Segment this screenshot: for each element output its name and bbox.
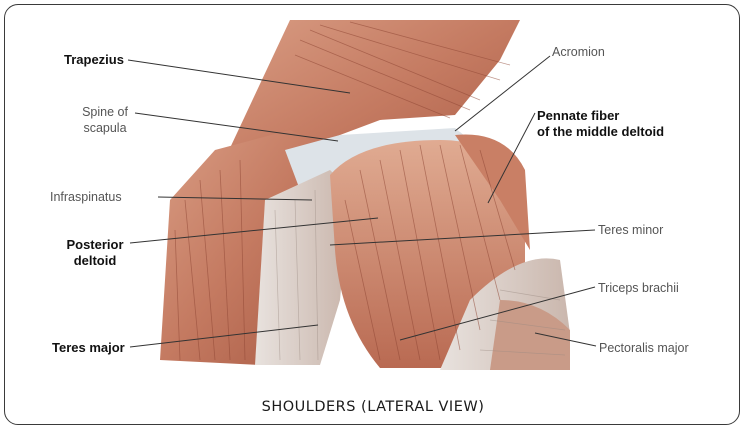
label-pennate-fiber-line2: of the middle deltoid xyxy=(537,124,664,140)
figure-caption: SHOULDERS (LATERAL VIEW) xyxy=(0,399,746,415)
label-posterior-deltoid: Posterior deltoid xyxy=(64,237,126,269)
label-posterior-deltoid-line1: Posterior xyxy=(64,237,126,253)
label-spine-of-scapula-line2: scapula xyxy=(74,120,136,136)
label-infraspinatus: Infraspinatus xyxy=(50,189,122,205)
label-teres-major: Teres major xyxy=(52,340,125,356)
label-pennate-fiber-line1: Pennate fiber xyxy=(537,108,664,124)
label-teres-minor: Teres minor xyxy=(598,222,663,238)
label-posterior-deltoid-line2: deltoid xyxy=(64,253,126,269)
label-trapezius: Trapezius xyxy=(64,52,124,68)
label-triceps-brachii: Triceps brachii xyxy=(598,280,679,296)
label-spine-of-scapula: Spine of scapula xyxy=(74,104,136,136)
label-pennate-fiber: Pennate fiber of the middle deltoid xyxy=(537,108,664,140)
label-spine-of-scapula-line1: Spine of xyxy=(74,104,136,120)
label-pectoralis-major: Pectoralis major xyxy=(599,340,689,356)
label-acromion: Acromion xyxy=(552,44,605,60)
